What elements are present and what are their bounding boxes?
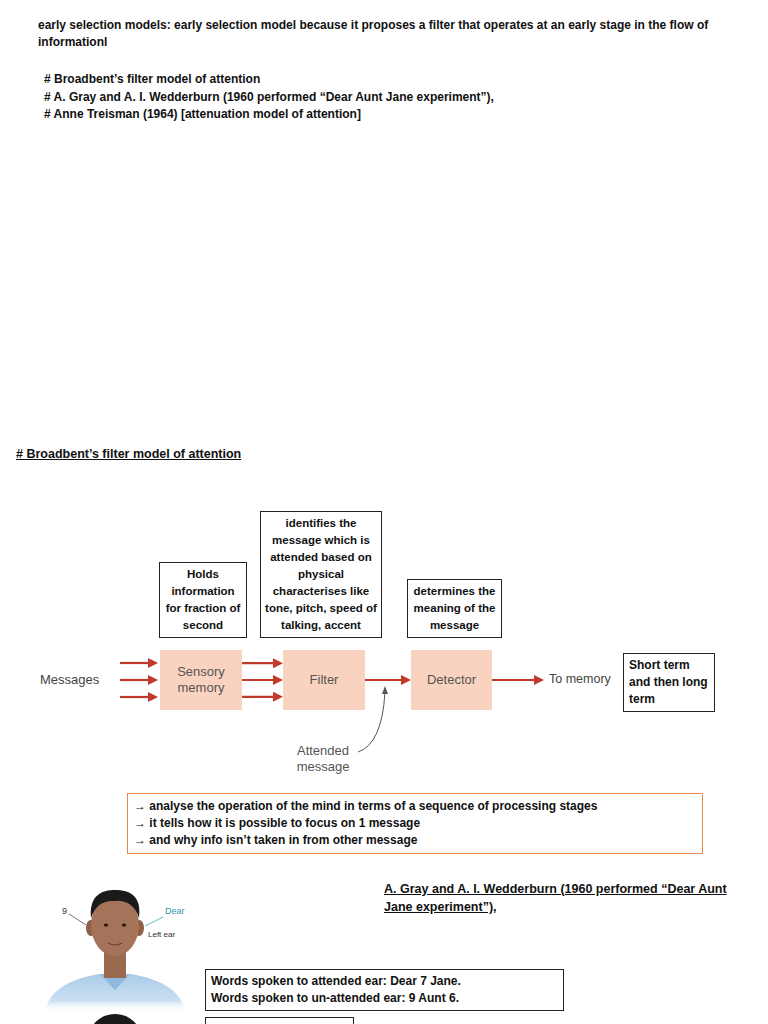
attended-label: Attended message xyxy=(290,743,356,776)
input-arrows xyxy=(120,658,158,702)
output-arrow xyxy=(492,675,544,685)
topic-item: # Broadbent’s filter model of attention xyxy=(44,71,260,88)
process-box: Detector xyxy=(411,650,492,710)
box-text: determines the meaning of the message xyxy=(411,583,498,634)
box-text: Sensory memory xyxy=(164,664,238,696)
second-person-illustration xyxy=(89,1014,141,1024)
topic-item: # Anne Treisman (1964) [attenuation mode… xyxy=(44,106,361,123)
summary-box: → analyse the operation of the mind in t… xyxy=(127,793,703,854)
callout-box: determines the meaning of the message xyxy=(407,579,502,638)
person-illustration xyxy=(45,890,185,1012)
box-text: Words spoken to attended ear: Dear 7 Jan… xyxy=(211,973,558,990)
box-text: → and why info isn’t taken in from other… xyxy=(134,832,696,849)
stimulus-box: Words spoken to attended ear: Dear 7 Jan… xyxy=(205,969,564,1011)
output-label: To memory xyxy=(549,671,611,689)
cut-off-box xyxy=(206,1018,354,1024)
callout-box: Holds information for fraction of second xyxy=(159,562,247,638)
box-text: identifies the message which is attended… xyxy=(264,515,378,634)
connector-line xyxy=(242,662,275,664)
section-heading: A. Gray and A. I. Wedderburn (1960 perfo… xyxy=(384,881,746,916)
connector-arrow xyxy=(242,658,283,668)
section-heading: # Broadbent’s filter model of attention xyxy=(16,446,241,464)
process-box: Filter xyxy=(283,650,365,710)
connector-arrow xyxy=(242,675,283,685)
box-text: Short term and then long term xyxy=(629,657,709,708)
callout-box: identifies the message which is attended… xyxy=(260,511,382,638)
arrowhead xyxy=(273,675,283,685)
arrowhead xyxy=(401,675,411,685)
ear-label: 9 xyxy=(62,905,67,918)
memory-box: Short term and then long term xyxy=(623,653,715,712)
box-text: Holds information for fraction of second xyxy=(163,566,243,634)
connector-line xyxy=(242,696,275,698)
connector-line xyxy=(365,679,403,681)
ear-caption: Left ear xyxy=(148,929,175,940)
ear-label: Dear xyxy=(165,905,185,918)
intro-text: early selection models: early selection … xyxy=(38,17,728,51)
process-box: Sensory memory xyxy=(160,650,242,710)
connector-arrow xyxy=(242,692,283,702)
arrowhead xyxy=(273,692,283,702)
box-text: Detector xyxy=(427,672,476,688)
input-label: Messages xyxy=(40,671,99,689)
box-text: Words spoken to un-attended ear: 9 Aunt … xyxy=(211,990,558,1007)
box-text: → analyse the operation of the mind in t… xyxy=(134,798,696,815)
connector-line xyxy=(242,679,275,681)
topic-item: # A. Gray and A. I. Wedderburn (1960 per… xyxy=(44,89,494,106)
box-text: → it tells how it is possible to focus o… xyxy=(134,815,696,832)
box-text: Filter xyxy=(310,672,339,688)
ear-leaders xyxy=(69,914,163,926)
arrowhead xyxy=(273,658,283,668)
connector-arrow xyxy=(365,675,411,685)
